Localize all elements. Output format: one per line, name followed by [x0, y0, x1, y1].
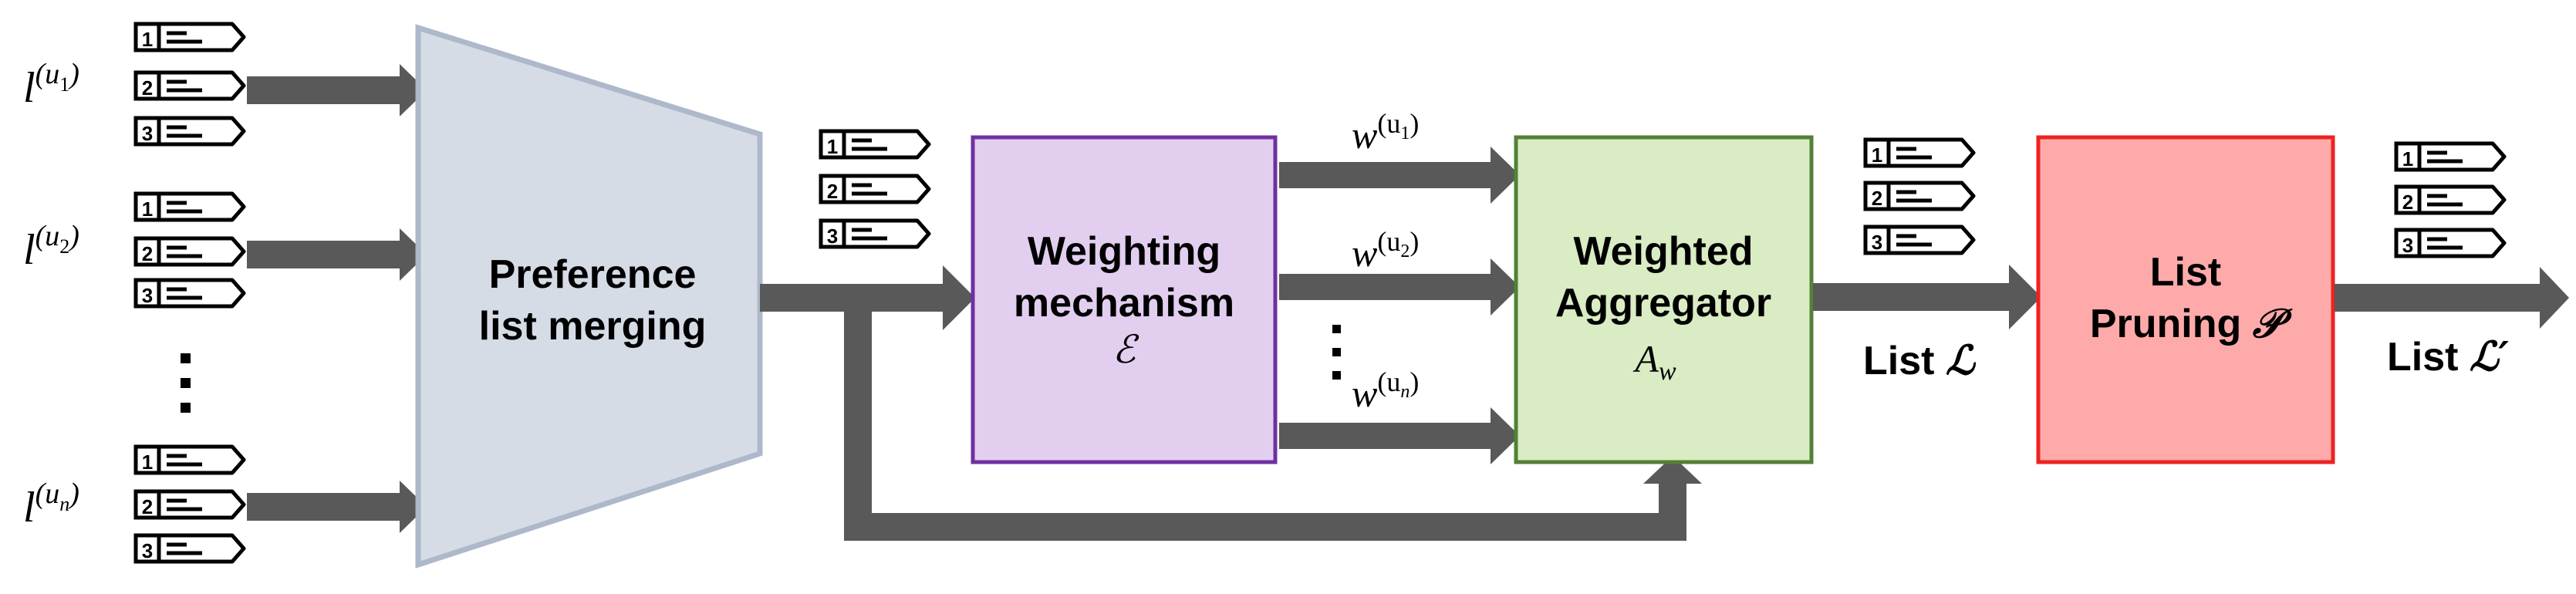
arrow-aggregator-to-pruning: [1813, 265, 2041, 329]
rank-number: 3: [142, 122, 153, 145]
arrow-bypass-to-aggregator: [844, 298, 1702, 541]
list-item-icon: 1: [2396, 143, 2504, 170]
rank-number: 1: [2402, 147, 2413, 170]
input-label-user-n: l(un): [23, 478, 79, 532]
rank-number: 2: [142, 242, 153, 265]
list-item-icon: 3: [821, 221, 929, 248]
list-output-label: List ℒ: [1863, 337, 1977, 384]
list-item-icon: 1: [821, 131, 929, 158]
rank-number: 1: [827, 135, 838, 158]
rank-number: 3: [142, 284, 153, 307]
user-1-list-stack: 1 2 3: [136, 24, 244, 145]
list-item-icon: 3: [136, 280, 244, 307]
arrow-weight-user-n: [1279, 407, 1520, 464]
weighting-mechanism-block: [971, 135, 1278, 464]
rank-number: 3: [142, 539, 153, 562]
list-item-icon: 1: [136, 24, 244, 51]
user-2-list-stack: 1 2 3: [136, 194, 244, 307]
input-label-user-2: l(u2): [23, 220, 79, 274]
list-item-icon: 1: [1865, 140, 1973, 167]
weight-label-user-n: w(un): [1352, 366, 1419, 415]
pruning-label-line1: List: [2150, 250, 2221, 295]
aggregator-label-line2: Aggregator: [1555, 281, 1771, 326]
list-item-icon: 2: [2396, 187, 2504, 214]
list-item-icon: 1: [136, 447, 244, 474]
rank-number: 3: [827, 224, 838, 248]
list-item-icon: 2: [136, 238, 244, 265]
rank-number: 2: [1872, 187, 1882, 210]
rank-number: 3: [1872, 231, 1882, 254]
weighting-label-line2: mechanism: [1014, 281, 1234, 326]
rank-number: 2: [142, 495, 153, 518]
arrow-user-1-to-merge: [247, 64, 427, 116]
list-item-icon: 2: [136, 73, 244, 100]
list-item-icon: 3: [136, 535, 244, 562]
list-pruning-block: [2036, 135, 2335, 464]
user-n-list-stack: 1 2 3: [136, 447, 244, 562]
aggregator-label-line1: Weighted: [1573, 229, 1753, 274]
input-label-user-1: l(u1): [23, 58, 79, 112]
weight-ellipsis: [1332, 325, 1341, 380]
list-item-icon: 3: [1865, 227, 1973, 254]
rank-number: 3: [2402, 234, 2413, 257]
input-ellipsis: [181, 353, 191, 413]
weighted-aggregator-block: [1514, 135, 1814, 464]
weight-label-user-2: w(u2): [1352, 226, 1419, 275]
merge-label-line1: Preference: [489, 252, 697, 297]
rank-number: 1: [1872, 143, 1882, 167]
aggregator-symbol: Aw: [1632, 337, 1676, 386]
arrow-pruning-to-output: [2335, 267, 2569, 329]
merged-list-stack: 1 2 3: [821, 131, 929, 248]
preference-list-merging-block: [415, 24, 763, 569]
list-item-icon: 2: [1865, 183, 1973, 210]
list-item-icon: 3: [136, 118, 244, 145]
pruned-list-stack: 1 2 3: [2396, 143, 2504, 257]
list-item-icon: 1: [136, 194, 244, 221]
merge-label-line2: list merging: [479, 304, 707, 349]
arrow-user-n-to-merge: [247, 481, 427, 533]
rank-number: 1: [142, 451, 153, 474]
arrow-weight-user-2: [1279, 258, 1520, 316]
weighting-label-line1: Weighting: [1028, 229, 1220, 274]
rank-number: 1: [142, 197, 153, 221]
pruning-label-line2: Pruning 𝒫: [2090, 300, 2293, 347]
aggregated-list-stack: 1 2 3: [1865, 140, 1973, 254]
arrow-weight-user-1: [1279, 147, 1520, 204]
arrow-user-2-to-merge: [247, 228, 427, 281]
rank-number: 2: [2402, 191, 2413, 214]
weighting-symbol: ℰ: [1112, 327, 1139, 372]
weight-label-user-1: w(u1): [1352, 108, 1419, 157]
rank-number: 2: [827, 180, 838, 203]
list-item-icon: 2: [821, 176, 929, 203]
list-item-icon: 3: [2396, 230, 2504, 257]
final-list-label: List ℒ′: [2387, 333, 2509, 380]
rank-number: 2: [142, 76, 153, 100]
list-item-icon: 2: [136, 491, 244, 518]
rank-number: 1: [142, 28, 153, 51]
